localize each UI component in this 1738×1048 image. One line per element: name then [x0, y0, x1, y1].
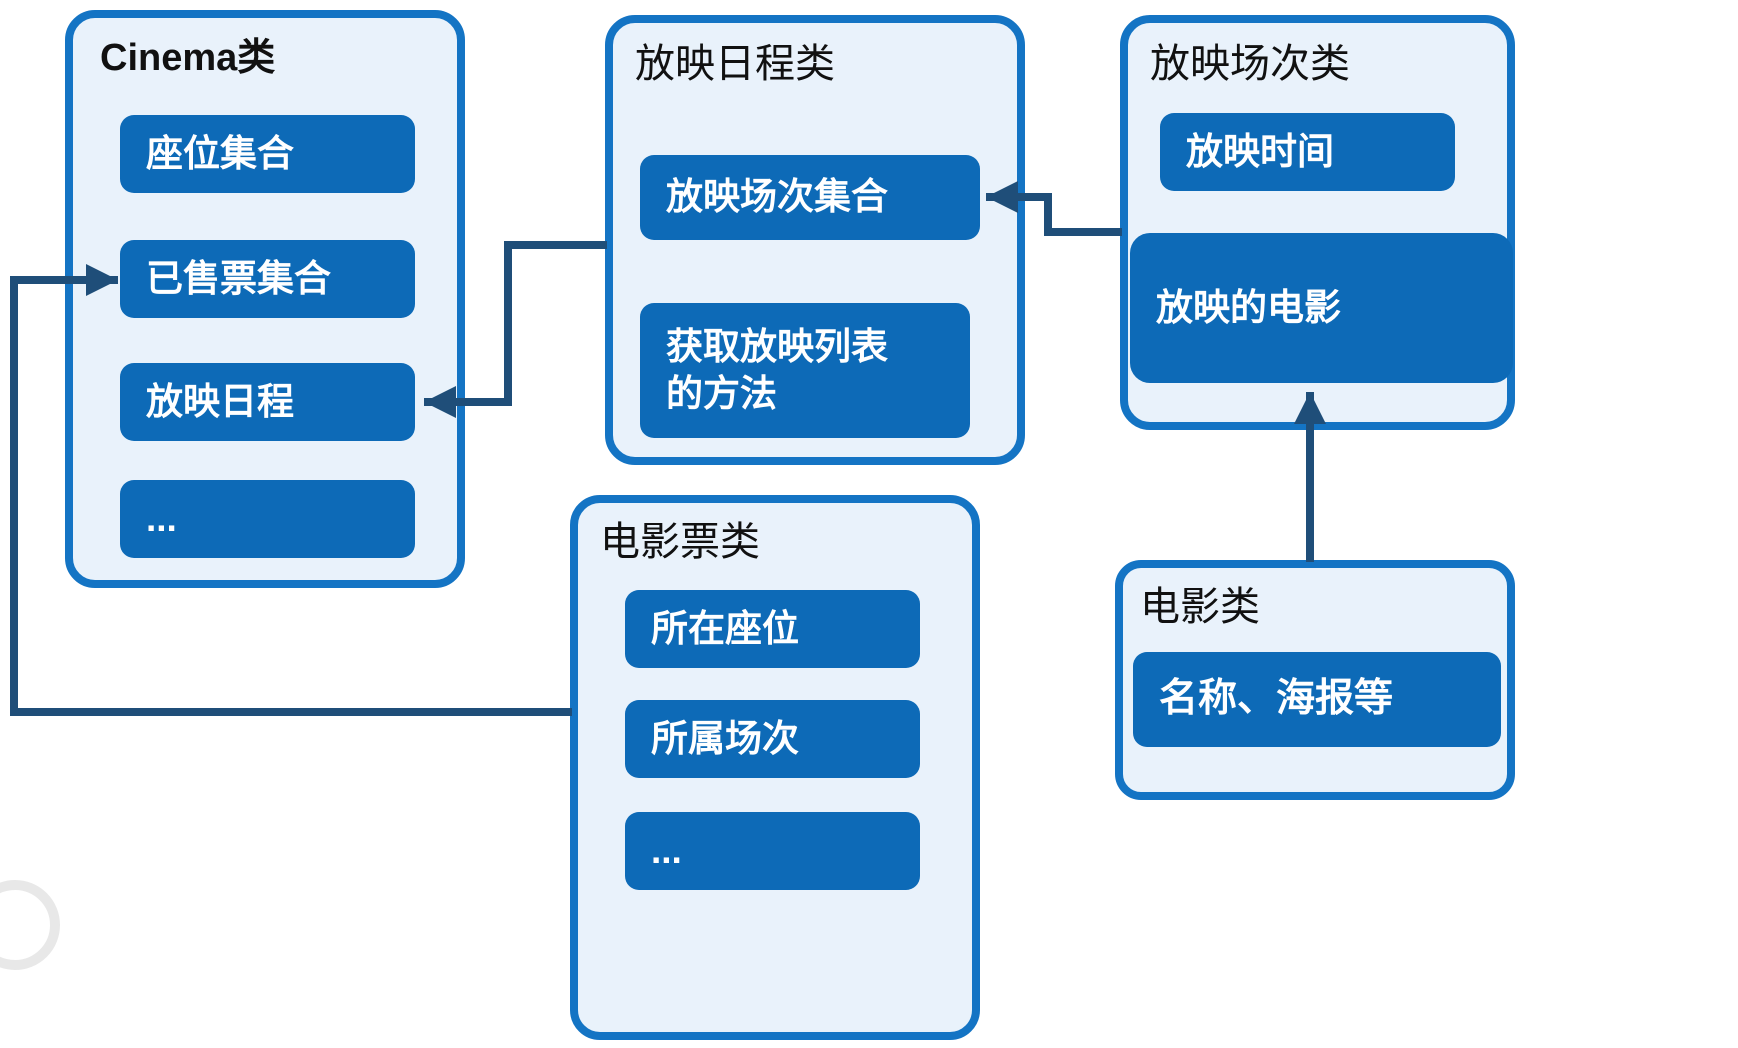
cinema-field-ellipsis: ... [120, 480, 415, 558]
cinema-field-seat-collection: 座位集合 [120, 115, 415, 193]
class-title-movie: 电影类 [1140, 584, 1260, 629]
movie-field-name-poster: 名称、海报等 [1133, 652, 1501, 747]
class-title-session: 放映场次类 [1150, 41, 1350, 86]
class-title-schedule: 放映日程类 [635, 41, 835, 86]
cinema-field-sold-tickets: 已售票集合 [120, 240, 415, 318]
schedule-field-get-list-method: 获取放映列表 的方法 [640, 303, 970, 438]
ticket-field-seat: 所在座位 [625, 590, 920, 668]
cinema-field-schedule: 放映日程 [120, 363, 415, 441]
session-field-shown-movie: 放映的电影 [1130, 233, 1513, 383]
watermark-circle [0, 880, 60, 970]
class-title-cinema: Cinema类 [100, 37, 276, 79]
schedule-field-session-collection: 放映场次集合 [640, 155, 980, 240]
class-title-ticket: 电影票类 [600, 519, 760, 564]
session-field-show-time: 放映时间 [1160, 113, 1455, 191]
ticket-field-session: 所属场次 [625, 700, 920, 778]
ticket-field-ellipsis: ... [625, 812, 920, 890]
